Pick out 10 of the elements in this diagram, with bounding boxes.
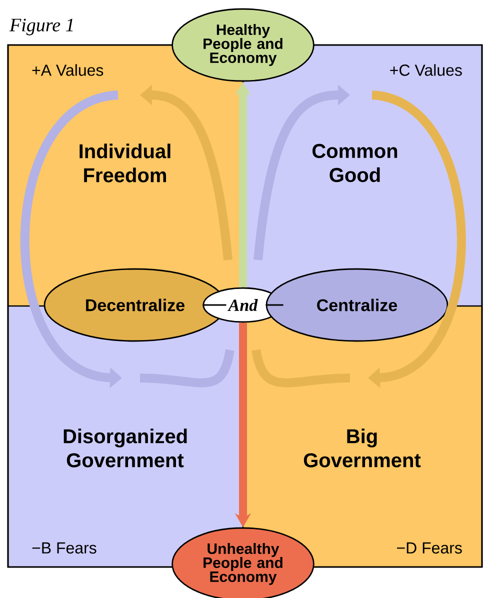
quadrant-label: +A Values [32,64,104,76]
quadrant-label: −D Fears [397,542,462,554]
quadrant-title: Common Good [312,144,398,182]
quadrant-title: Disorganized Government [64,428,187,468]
quadrant-label: +C Values [390,64,462,76]
connector-line [266,304,284,306]
quadrant-title: Individual Freedom [80,144,170,182]
quadrant-label: −B Fears [32,542,96,554]
connector-line [202,304,226,306]
quadrant-title: Big Government [304,428,421,468]
